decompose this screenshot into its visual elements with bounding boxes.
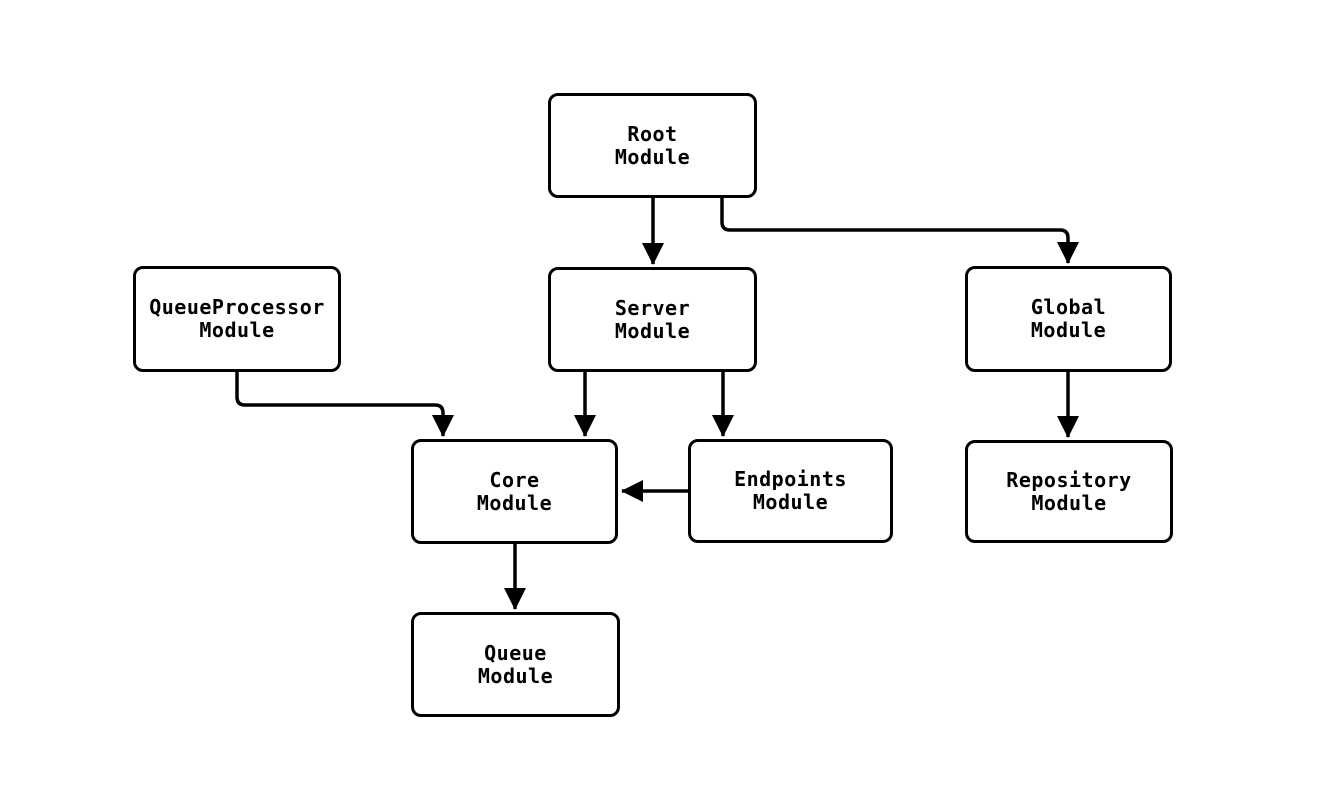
edge-root-to-global [720, 198, 1079, 264]
node-queueprocessor-module-label: QueueProcessor Module [149, 295, 325, 342]
node-server-module: Server Module [548, 267, 757, 372]
node-core-module: Core Module [411, 439, 618, 544]
node-server-module-label: Server Module [614, 295, 691, 343]
node-repository-module: Repository Module [965, 440, 1173, 543]
node-root-module: Root Module [548, 93, 757, 198]
node-queue-module: Queue Module [411, 612, 620, 717]
node-endpoints-module-label: Endpoints Module [734, 467, 847, 514]
node-queueprocessor-module: QueueProcessor Module [133, 266, 341, 372]
node-global-module-label: Global Module [1030, 295, 1107, 342]
node-repository-module-label: Repository Module [1006, 467, 1132, 515]
node-core-module-label: Core Module [476, 467, 553, 515]
node-queue-module-label: Queue Module [477, 640, 554, 688]
node-global-module: Global Module [965, 266, 1172, 372]
node-endpoints-module: Endpoints Module [688, 439, 893, 543]
edge-queueprocessor-to-core [235, 372, 454, 437]
node-root-module-label: Root Module [614, 121, 691, 169]
